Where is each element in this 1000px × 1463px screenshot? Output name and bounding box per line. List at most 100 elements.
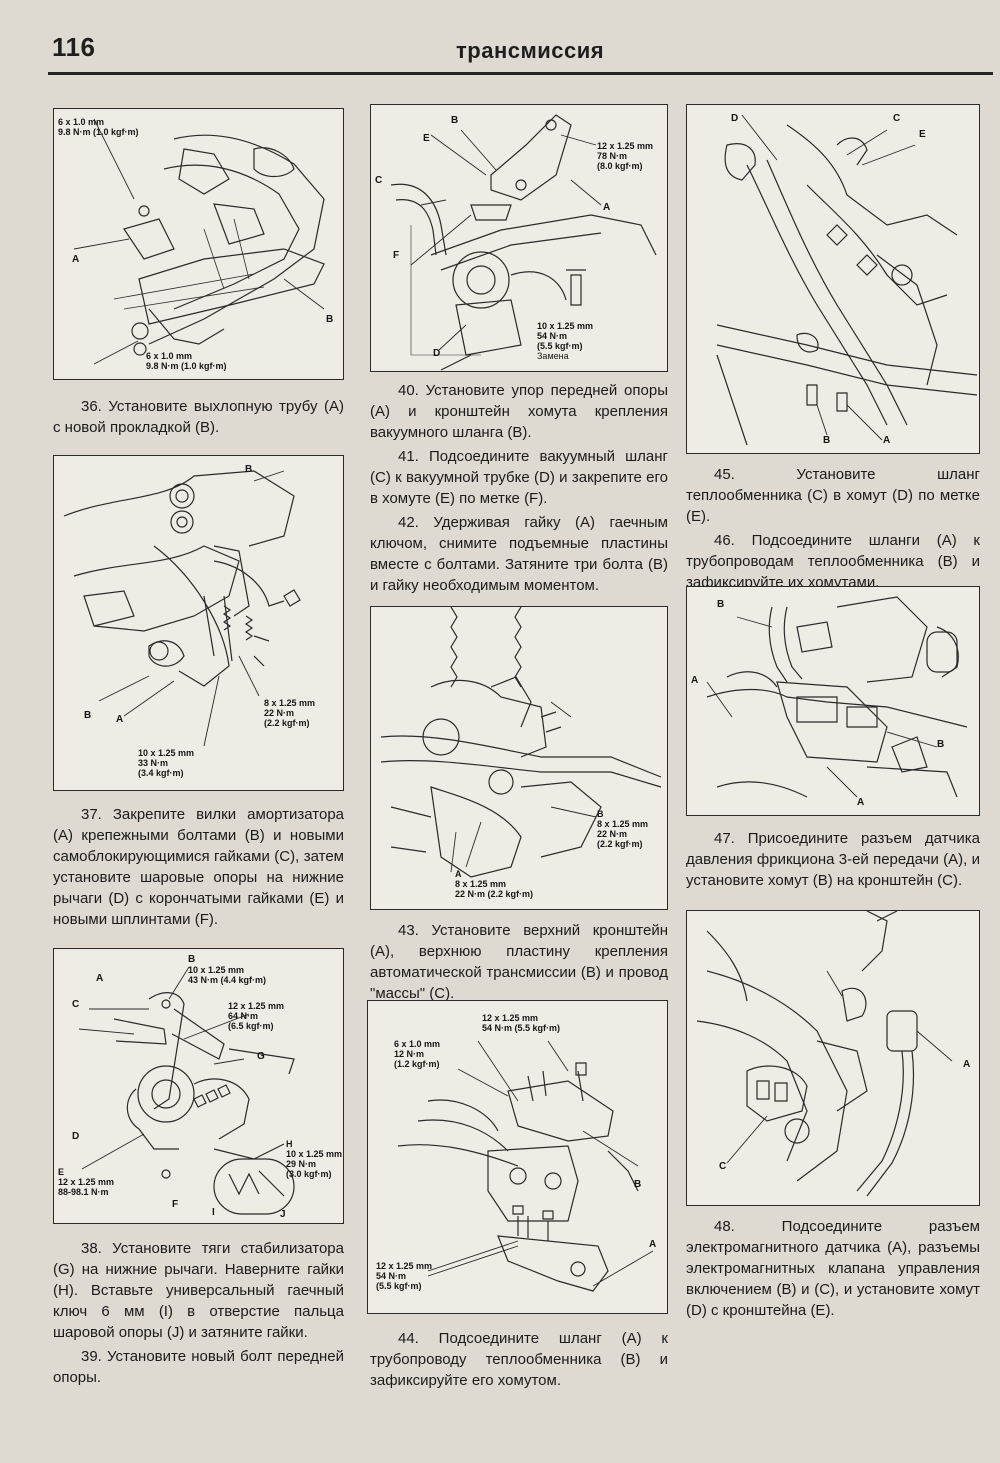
spec-callout-10mm: 10 x 1.25 mm 33 N·m (3.4 kgf·m): [138, 748, 194, 778]
spec-line: 12 x 1.25 mm: [228, 1001, 285, 1011]
figure-45-drawing: [716, 114, 978, 446]
figure-36-drawing: [73, 118, 325, 365]
figure-36-exhaust-pipe: 6 x 1.0 mm 9.8 N·m (1.0 kgf·m) 6 x 1.0 m…: [53, 108, 344, 380]
figure-47-drawing: [706, 596, 968, 798]
label-a: A: [96, 973, 104, 984]
figure-37-drawing: [63, 470, 301, 747]
caption-text: 44. Подсоедините шланг (А) к трубопровод…: [370, 1330, 668, 1389]
running-title: трансмиссия: [456, 38, 605, 63]
spec-line: 8 x 1.25 mm: [455, 879, 507, 889]
label-c: C: [375, 175, 383, 186]
spec-callout-h: H 10 x 1.25 mm 29 N·m (3.0 kgf·m): [286, 1139, 342, 1179]
spec-line: (8.0 kgf·m): [597, 161, 643, 171]
spec-line: E: [58, 1167, 65, 1177]
caption-text: 43. Установите верхний кронштейн (А), ве…: [370, 922, 668, 1002]
spec-line: (2.2 kgf·m): [264, 718, 310, 728]
label-a-bottom: A: [857, 797, 865, 808]
spec-line: 33 N·m: [138, 758, 169, 768]
spec-callout-e: E 12 x 1.25 mm 88-98.1 N·m: [58, 1167, 114, 1197]
figure-45-cooler-hose-clamp: D C E B A: [686, 104, 980, 454]
header-rule: [48, 72, 993, 75]
figure-40-front-mount: B E C F A D 12 x 1.25 mm 78 N·m (8.0 kgf…: [370, 104, 668, 372]
spec-callout-bottom: 10 x 1.25 mm 54 N·m (5.5 kgf·m) Замена: [537, 321, 593, 361]
label-g: G: [257, 1051, 265, 1062]
caption-text: 42. Удерживая гайку (А) гаечным ключом, …: [370, 514, 668, 594]
spec-line: 78 N·m: [597, 151, 628, 161]
spec-line: (5.5 kgf·m): [376, 1281, 422, 1291]
caption-text: 46. Подсоедините шланги (А) к трубопрово…: [686, 532, 980, 591]
spec-line: B: [597, 809, 604, 819]
spec-line: (2.2 kgf·m): [597, 839, 643, 849]
spec-line: 8 x 1.25 mm: [264, 698, 316, 708]
spec-line: (3.4 kgf·m): [138, 768, 184, 778]
label-b: B: [245, 464, 253, 475]
caption-text: 45. Установите шланг теплообменника (С) …: [686, 466, 980, 525]
spec-line: 9.8 N·m (1.0 kgf·m): [146, 361, 227, 371]
figure-43-upper-bracket: B 8 x 1.25 mm 22 N·m (2.2 kgf·m) A 8 x 1…: [370, 606, 668, 910]
label-c: C: [719, 1161, 727, 1172]
label-e: E: [919, 129, 926, 140]
figure-43-drawing: [380, 607, 662, 878]
label-d: D: [731, 113, 739, 124]
spec-callout-a: A 8 x 1.25 mm 22 N·m (2.2 kgf·m): [455, 869, 533, 899]
caption-44: 44. Подсоедините шланг (А) к трубопровод…: [370, 1328, 668, 1394]
caption-43: 43. Установите верхний кронштейн (А), ве…: [370, 920, 668, 1007]
spec-callout-top: 6 x 1.0 mm 9.8 N·m (1.0 kgf·m): [58, 117, 139, 137]
spec-line: (1.2 kgf·m): [394, 1059, 440, 1069]
label-a: A: [691, 675, 699, 686]
spec-line: (3.0 kgf·m): [286, 1169, 332, 1179]
spec-line: 29 N·m: [286, 1159, 317, 1169]
spec-line: 6 x 1.0 mm: [394, 1039, 441, 1049]
spec-line: 22 N·m: [597, 829, 628, 839]
spec-line: 10 x 1.25 mm: [286, 1149, 343, 1159]
label-b: B: [188, 954, 196, 965]
label-a: A: [963, 1059, 971, 1070]
caption-text: 48. Подсоедините разъем электромагнитног…: [686, 1218, 980, 1319]
label-a: A: [883, 435, 891, 446]
label-a: A: [72, 254, 80, 265]
label-f: F: [172, 1199, 179, 1210]
label-b: B: [634, 1179, 642, 1190]
page-number: 116: [52, 32, 96, 62]
spec-line: 10 x 1.25 mm: [537, 321, 594, 331]
spec-callout-top: 12 x 1.25 mm 78 N·m (8.0 kgf·m): [597, 141, 653, 171]
spec-callout-bottom: 12 x 1.25 mm 54 N·m (5.5 kgf·m): [376, 1261, 432, 1291]
spec-line: 22 N·m: [264, 708, 295, 718]
label-b: B: [326, 314, 334, 325]
spec-line: 10 x 1.25 mm: [138, 748, 195, 758]
spec-callout-c: 12 x 1.25 mm 64 N·m (6.5 kgf·m): [228, 1001, 284, 1031]
label-a: A: [603, 202, 611, 213]
caption-text: 40. Установите упор передней опоры (А) и…: [370, 382, 668, 441]
label-i: I: [212, 1207, 215, 1218]
spec-line: 9.8 N·m (1.0 kgf·m): [58, 127, 139, 137]
spec-line: 6 x 1.0 mm: [58, 117, 105, 127]
spec-line: 88-98.1 N·m: [58, 1187, 109, 1197]
spec-line: (5.5 kgf·m): [537, 341, 583, 351]
spec-callout-8mm: 8 x 1.25 mm 22 N·m (2.2 kgf·m): [264, 698, 315, 728]
caption-text: 47. Присоедините разъем датчика давления…: [686, 830, 980, 889]
spec-line: 12 N·m: [394, 1049, 425, 1059]
caption-text: 37. Закрепите вилки амортизатора (А) кре…: [53, 806, 344, 928]
spec-line: 22 N·m (2.2 kgf·m): [455, 889, 534, 899]
label-f: F: [393, 250, 400, 261]
spec-line: Замена: [537, 351, 569, 361]
caption-40-42: 40. Установите упор передней опоры (А) и…: [370, 380, 668, 599]
label-d: D: [433, 348, 441, 359]
spec-callout-top: 12 x 1.25 mm 54 N·m (5.5 kgf·m): [482, 1013, 560, 1033]
spec-line: (6.5 kgf·m): [228, 1021, 274, 1031]
caption-text: 36. Установите выхлопную трубу (А) с нов…: [53, 398, 344, 436]
spec-line: 43 N·m (4.4 kgf·m): [188, 975, 267, 985]
caption-text: 41. Подсоедините вакуумный шланг (С) к в…: [370, 448, 668, 507]
spec-line: 12 x 1.25 mm: [597, 141, 654, 151]
label-d: D: [72, 1131, 80, 1142]
caption-text: 38. Установите тяги стабилизатора (G) на…: [53, 1240, 344, 1341]
spec-line: 54 N·m (5.5 kgf·m): [482, 1023, 561, 1033]
spec-callout-bottom: 6 x 1.0 mm 9.8 N·m (1.0 kgf·m): [146, 351, 227, 371]
spec-line: 8 x 1.25 mm: [597, 819, 649, 829]
caption-36: 36. Установите выхлопную трубу (А) с нов…: [53, 396, 344, 441]
caption-37: 37. Закрепите вилки амортизатора (А) кре…: [53, 804, 344, 933]
spec-line: A: [455, 869, 462, 879]
spec-line: 6 x 1.0 mm: [146, 351, 193, 361]
figure-48-solenoid-connectors: A C: [686, 910, 980, 1206]
spec-callout-left: 6 x 1.0 mm 12 N·m (1.2 kgf·m): [394, 1039, 440, 1069]
